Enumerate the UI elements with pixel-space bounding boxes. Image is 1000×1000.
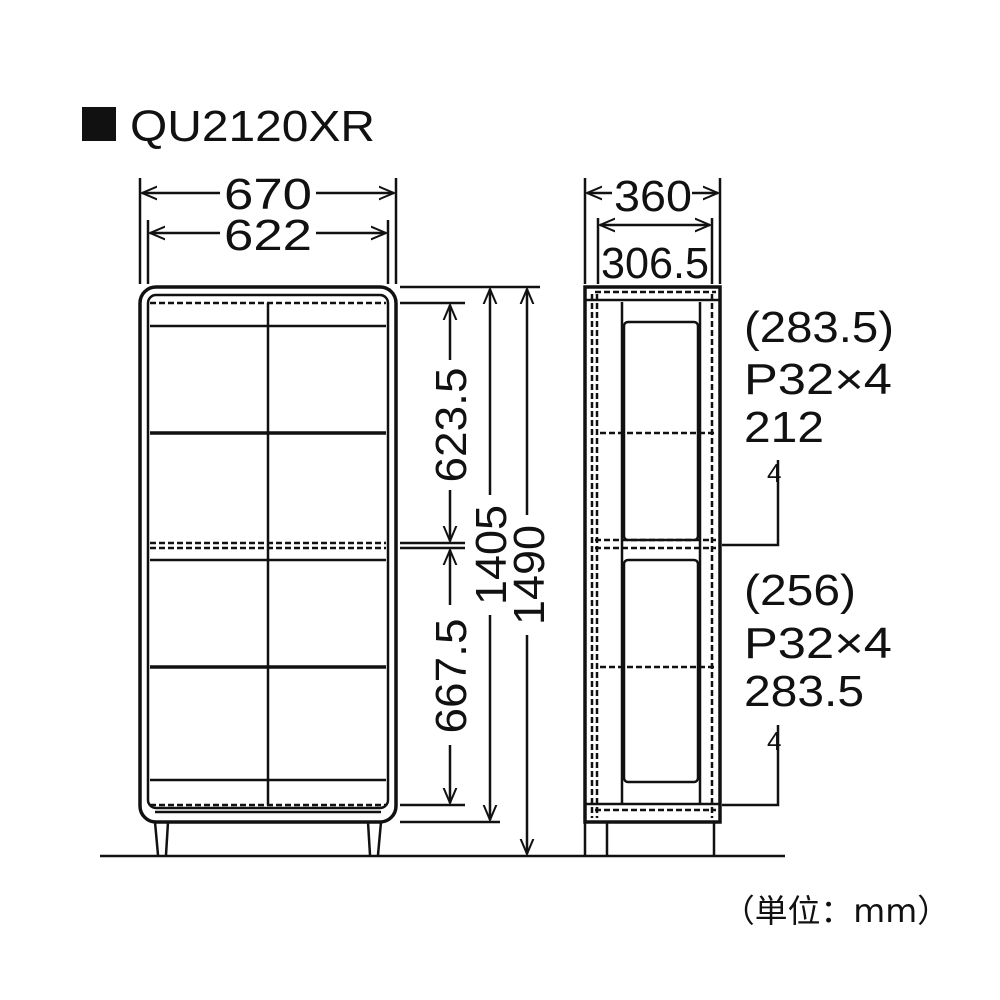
height-upper-label: 623.5 [427, 368, 476, 483]
height-total-label: 1490 [505, 525, 554, 625]
svg-text:283.5: 283.5 [744, 667, 864, 716]
width-inner-label: 622 [224, 211, 312, 260]
height-lower-label: 667.5 [427, 619, 476, 734]
depth-outer-label: 360 [614, 172, 692, 221]
side-view [583, 285, 722, 855]
upper-shelf-note: (283.5) P32×4 212 4 [722, 303, 894, 547]
front-width-dimensions: 670 622 [138, 170, 398, 284]
svg-text:P32×4: P32×4 [744, 619, 892, 668]
title-square-icon [82, 107, 116, 141]
svg-text:4: 4 [767, 458, 781, 488]
svg-text:(256): (256) [744, 566, 856, 615]
svg-text:4: 4 [767, 726, 781, 756]
svg-text:212: 212 [744, 403, 824, 452]
svg-text:P32×4: P32×4 [744, 355, 892, 404]
depth-inner-label: 306.5 [601, 239, 709, 288]
unit-label: （単位：mm） [722, 892, 950, 930]
model-title: QU2120XR [130, 102, 375, 151]
svg-text:(283.5): (283.5) [744, 303, 894, 352]
front-view [138, 285, 398, 856]
front-height-dimensions: 623.5 667.5 1405 1490 [400, 285, 554, 854]
lower-shelf-note: (256) P32×4 283.5 4 [722, 566, 892, 807]
height-body-label: 1405 [467, 505, 516, 605]
side-depth-dimensions: 360 306.5 [583, 172, 722, 288]
width-outer-label: 670 [224, 170, 312, 219]
